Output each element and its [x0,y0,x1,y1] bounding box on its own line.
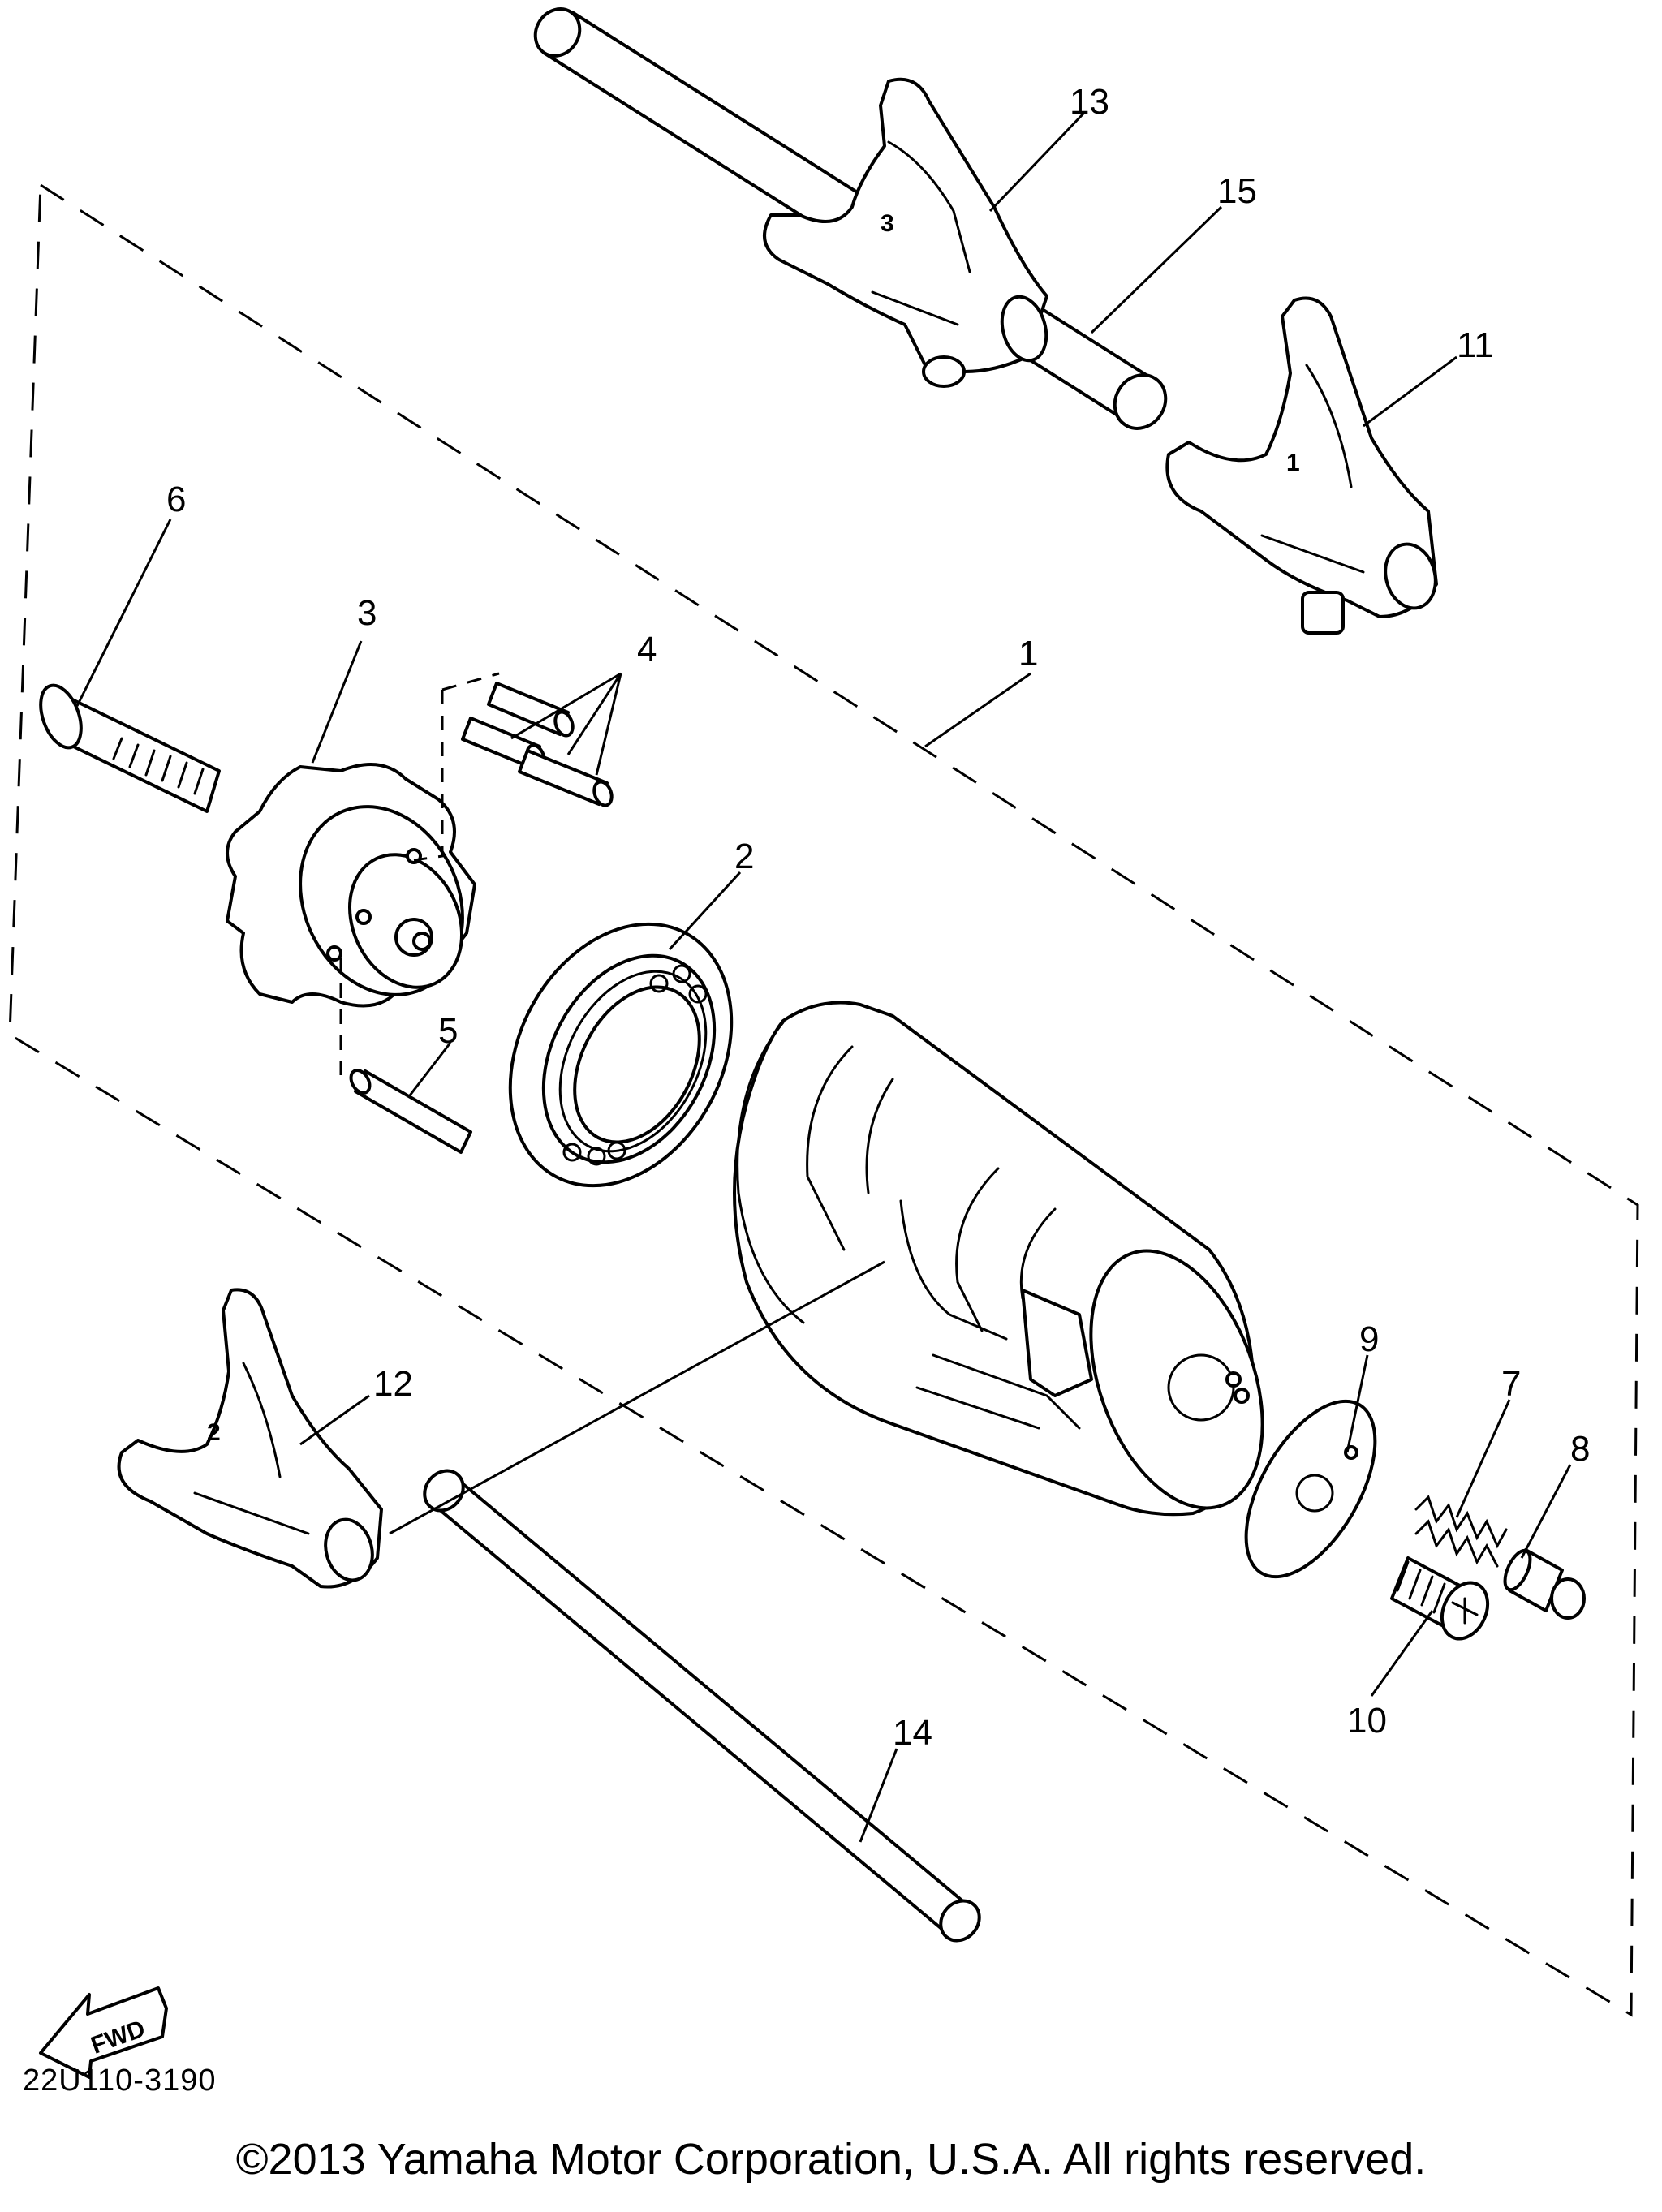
callout-3: 3 [357,593,377,633]
leader-6 [75,519,172,707]
leader-7 [1455,1399,1511,1518]
leader-11 [1363,355,1457,428]
drawing-code: 22U110-3190 [23,2064,217,2098]
leader-12-drum [389,1260,885,1535]
part-9-plate[interactable] [1220,1380,1402,1598]
part-4-dowel-pins[interactable] [461,682,615,808]
leader-lines [75,112,1572,1843]
leader-1 [924,672,1031,748]
callout-15: 15 [1217,171,1257,211]
callout-13: 13 [1070,82,1109,122]
leader-15 [1090,205,1223,334]
leader-5 [408,1042,452,1096]
leader-2 [668,871,742,951]
copyright-notice: ©2013 Yamaha Motor Corporation, U.S.A. A… [235,2135,1427,2184]
leader-3 [311,640,363,764]
callout-5: 5 [438,1011,458,1051]
fwd-arrow: FWD [39,1986,168,2079]
callout-7: 7 [1501,1364,1521,1404]
pin-4-alignment-top [441,672,500,691]
leader-12 [299,1394,370,1446]
callout-1: 1 [1018,634,1038,673]
callout-4: 4 [637,630,657,669]
assembly-boundary-dashed [8,183,1639,2017]
part-8-stopper[interactable] [1500,1547,1586,1620]
part-2-bearing[interactable] [467,885,775,1224]
fork-3-mark: 3 [881,210,894,237]
pin-4-alignment-line [413,690,444,862]
leader-13 [988,112,1085,213]
part-13-shift-fork-3[interactable]: 3 [763,77,1053,388]
part-12-shift-fork-2[interactable]: 2 [117,1288,383,1589]
fork-1-mark: 1 [1286,450,1300,476]
shift-drum[interactable] [733,1001,1295,1532]
part-5-pin[interactable] [347,1067,472,1154]
leader-4a [510,672,622,740]
leader-9 [1346,1354,1369,1453]
part-14-shift-fork-shaft[interactable] [416,1463,987,1948]
leader-8 [1520,1464,1572,1559]
callout-12: 12 [373,1364,413,1404]
leader-4c [595,673,622,776]
leader-10 [1370,1610,1434,1697]
part-3-segment[interactable] [226,763,493,1022]
leader-4b [566,673,622,755]
part-6-bolt[interactable] [33,680,221,813]
part-10-screw[interactable] [1390,1556,1496,1646]
leader-14 [859,1748,898,1843]
callout-10: 10 [1347,1701,1387,1741]
callout-8: 8 [1570,1429,1590,1469]
fork-2-mark: 2 [207,1419,221,1446]
callout-11: 11 [1457,325,1494,365]
callout-6: 6 [166,480,186,519]
callout-14: 14 [893,1713,932,1753]
callout-numbers: 1 2 3 4 5 6 7 8 9 10 11 12 13 14 15 [166,82,1590,1753]
part-11-shift-fork-1[interactable]: 1 [1165,296,1442,635]
callout-9: 9 [1359,1319,1379,1359]
callout-2: 2 [734,837,754,876]
part-7-spring[interactable] [1414,1495,1508,1568]
